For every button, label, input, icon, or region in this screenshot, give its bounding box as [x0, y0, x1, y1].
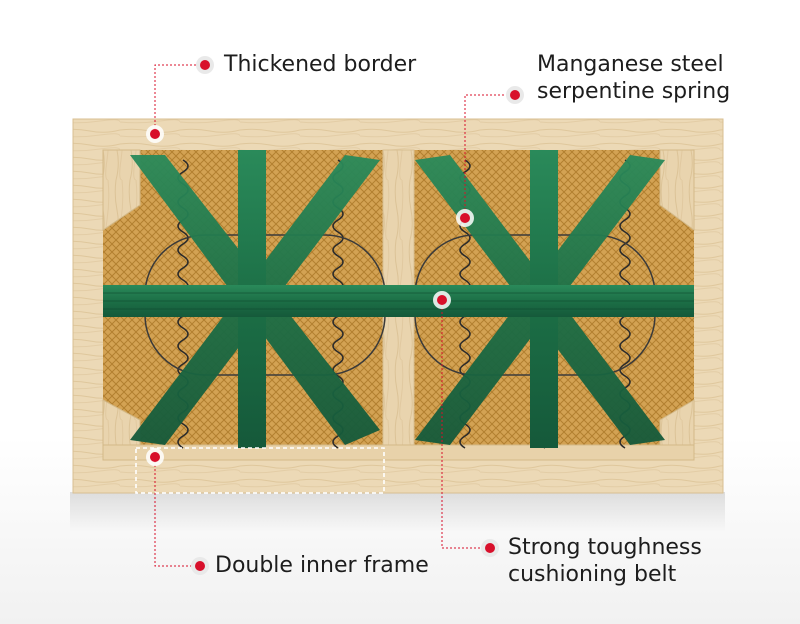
- label-inner-frame: Double inner frame: [215, 552, 429, 579]
- inner-frame-rail: [102, 444, 695, 461]
- marker-label-inner-frame: [191, 557, 209, 575]
- leader-lines: [154, 64, 515, 567]
- label-belt: Strong toughness cushioning belt: [508, 534, 702, 588]
- marker-label-thickened-border: [196, 56, 214, 74]
- callout-markers: [146, 56, 524, 575]
- marker-thickened-border: [146, 125, 164, 143]
- label-spring-line1: Manganese steel: [537, 52, 724, 77]
- label-spring-line2: serpentine spring: [537, 79, 731, 104]
- marker-spring: [456, 209, 474, 227]
- cushioning-belts: [103, 150, 694, 448]
- label-thickened-border-text: Thickened border: [224, 52, 417, 77]
- marker-inner-frame: [146, 448, 164, 466]
- marker-belt: [433, 291, 451, 309]
- floor-shadow: [70, 492, 725, 532]
- label-thickened-border: Thickened border: [224, 51, 416, 78]
- marker-label-belt: [481, 539, 499, 557]
- marker-label-spring: [506, 86, 524, 104]
- label-belt-line1: Strong toughness: [508, 535, 702, 560]
- label-spring: Manganese steel serpentine spring: [537, 51, 730, 105]
- label-inner-frame-text: Double inner frame: [215, 553, 429, 578]
- inner-frame-highlight: [135, 447, 385, 494]
- label-belt-line2: cushioning belt: [508, 562, 677, 587]
